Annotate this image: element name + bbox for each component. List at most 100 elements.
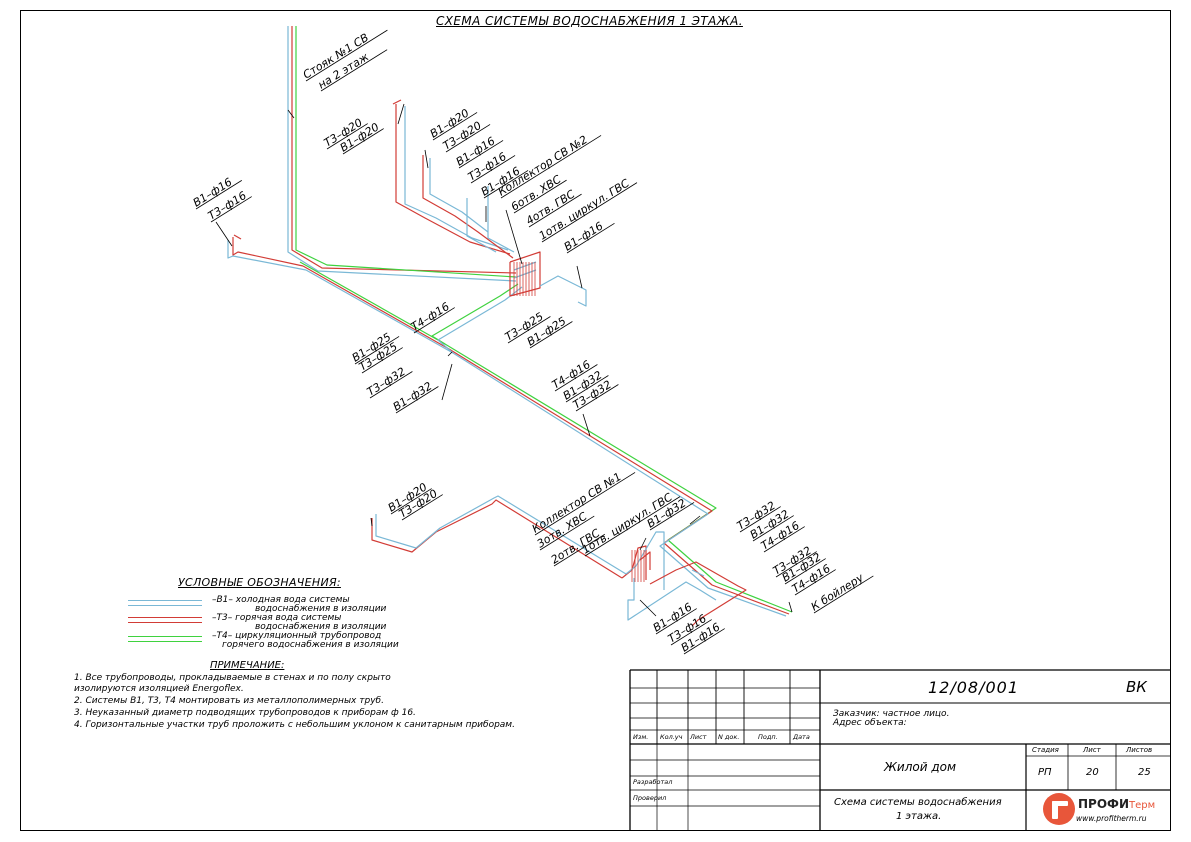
label-underline <box>320 49 388 92</box>
label-underline <box>670 619 712 646</box>
logo-brand: ПРОФИТерм <box>1078 797 1155 811</box>
label-underline <box>584 496 681 557</box>
label-underline <box>528 193 582 228</box>
sheets-label: Листов <box>1126 746 1153 754</box>
pipe-cold-25 <box>625 531 665 590</box>
leader-line <box>424 149 429 169</box>
logo-brand-main: ПРОФИ <box>1078 797 1129 811</box>
logo-brand-sub: Терм <box>1128 800 1156 811</box>
developed-by: Разработал <box>633 778 673 786</box>
legend-swatch-hot <box>128 617 202 618</box>
label-underline <box>649 502 695 531</box>
leader-line <box>505 209 523 265</box>
drawing-title-line-2: 1 этажа. <box>896 811 942 822</box>
label-underline <box>395 386 439 414</box>
pipe-hot-29 <box>649 565 687 585</box>
legend-item-hot-1: –Т3– горячая вода системы <box>212 613 342 623</box>
label-leader-lines <box>195 29 874 655</box>
label-underline <box>342 128 384 155</box>
legend-item-circ-1: –Т4– циркуляционный трубопровод <box>212 631 382 641</box>
label-underline <box>539 515 595 551</box>
pipe-hot-24 <box>621 545 647 580</box>
leader-line <box>287 109 295 119</box>
label-underline <box>541 182 638 243</box>
pipe-cold-7 <box>227 240 307 271</box>
label-underline <box>529 321 573 349</box>
pipe-cold-23 <box>375 495 627 575</box>
drawing-frame <box>20 10 1171 831</box>
label-underline <box>390 488 432 515</box>
sheet-value: 20 <box>1086 767 1099 778</box>
label-underline <box>775 551 817 578</box>
note-line-5: 4. Горизонтальные участки труб проложить… <box>74 720 515 730</box>
legend-swatch-cold <box>128 600 202 601</box>
pipe-cold-17 <box>466 198 497 253</box>
pipe-hot-14 <box>422 155 514 259</box>
leader-line <box>788 601 793 613</box>
object-name: Жилой дом <box>884 760 957 774</box>
notes-title: ПРИМЕЧАНИЕ: <box>210 660 285 671</box>
profiterm-logo-icon <box>1043 793 1075 825</box>
label-underline <box>683 628 725 655</box>
label-underline <box>513 179 567 214</box>
label-underline <box>195 180 243 210</box>
label-underline <box>575 384 619 412</box>
label-underline <box>361 347 403 374</box>
leader-line <box>370 517 373 527</box>
label-underline <box>432 112 478 141</box>
doc-code: 12/08/001 <box>928 678 1020 697</box>
pipe-hot-6 <box>232 237 304 267</box>
legend-item-cold-2: водоснабжения в изоляции <box>255 604 387 614</box>
label-underline <box>483 170 529 199</box>
checked-by: Проверил <box>633 794 667 802</box>
pipe-cold-27 <box>627 578 717 621</box>
label-underline <box>413 307 455 334</box>
label-underline <box>354 336 400 365</box>
label-underline <box>655 608 697 635</box>
label-underline <box>739 506 781 533</box>
label-underline <box>369 371 413 399</box>
leader-line <box>582 413 591 437</box>
pipe-cold-2 <box>287 26 517 282</box>
note-line-2: изолируются изоляцией Energoflex. <box>74 684 244 694</box>
leader-line <box>441 363 453 401</box>
col-doc-no: N док. <box>718 733 740 741</box>
stage-value: РП <box>1038 767 1052 778</box>
legend-item-cold-1: –В1– холодная вода системы <box>212 595 350 605</box>
pipe-hot-12 <box>392 99 402 105</box>
leader-line <box>215 221 233 247</box>
col-sign: Подп. <box>758 733 778 741</box>
label-underline <box>500 135 602 199</box>
pipe-cold-30 <box>691 569 705 577</box>
pipe-cold-21 <box>539 275 587 307</box>
pipe-cold-16 <box>487 186 515 253</box>
label-underline <box>794 569 836 596</box>
legend-item-hot-2: водоснабжения в изоляции <box>255 622 387 632</box>
label-underline <box>210 196 252 223</box>
pipe-hot-18 <box>509 251 541 297</box>
legend-title: УСЛОВНЫЕ ОБОЗНАЧЕНИЯ: <box>178 576 341 589</box>
leader-line <box>689 515 701 525</box>
pipe-hot-26 <box>639 551 651 570</box>
label-underline <box>813 575 874 614</box>
note-line-1: 1. Все трубопроводы, прокладываемые в ст… <box>74 673 391 683</box>
leader-line <box>576 265 583 289</box>
drawing-title: СХЕМА СИСТЕМЫ ВОДОСНАБЖЕНИЯ 1 ЭТАЖА. <box>436 14 743 28</box>
pipe-cold-10 <box>437 286 523 354</box>
legend-swatch-hot-2 <box>128 622 202 623</box>
sheet-label: Лист <box>1083 746 1101 754</box>
object-address: Адрес объекта: <box>833 718 907 728</box>
leader-line <box>397 103 405 125</box>
leader-line <box>639 537 647 551</box>
col-date: Дата <box>793 733 810 741</box>
customer: Заказчик: частное лицо. <box>833 709 950 719</box>
legend-swatch-cold-2 <box>128 605 202 606</box>
label-underline <box>566 222 615 254</box>
pipe-network <box>227 26 793 627</box>
pipe-cold-15 <box>429 158 489 233</box>
col-list: Лист <box>690 733 707 741</box>
title-block-grid <box>629 669 1170 831</box>
pipe-circ-1 <box>295 26 517 278</box>
label-underline <box>326 123 368 150</box>
label-underline <box>554 364 598 392</box>
